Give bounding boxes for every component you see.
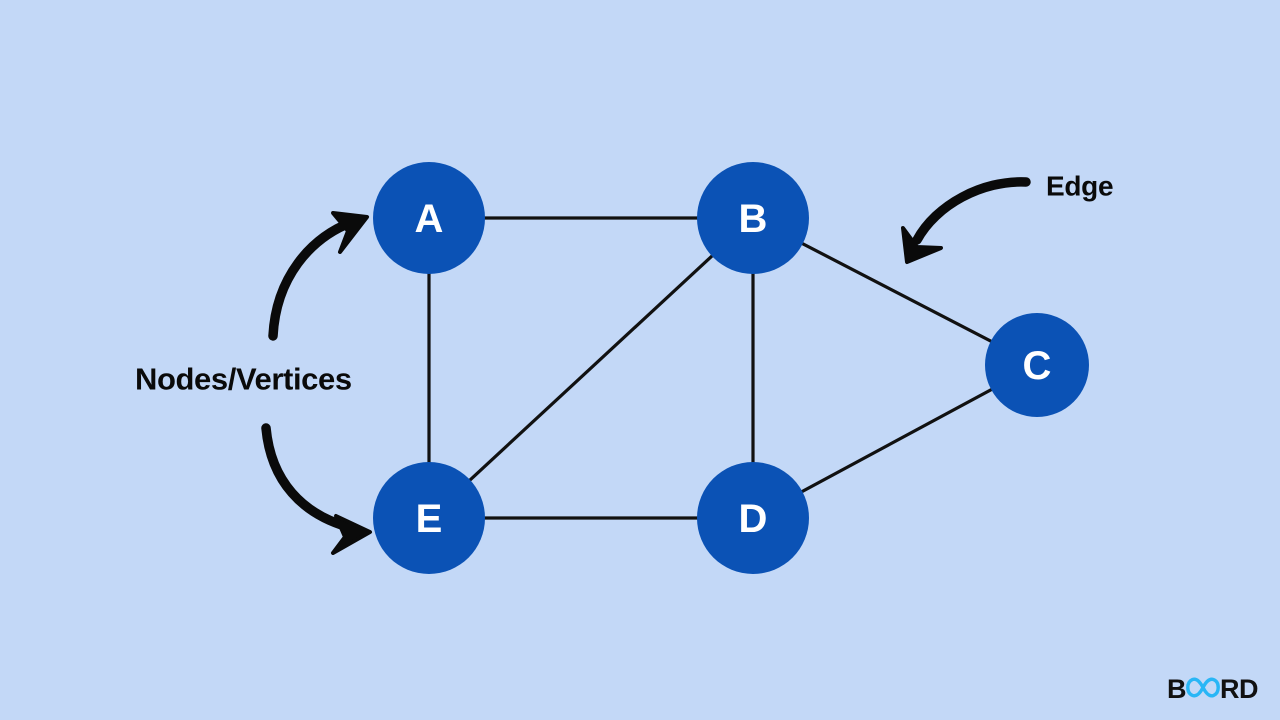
node-b-label: B xyxy=(739,197,768,241)
logo-suffix: RD xyxy=(1220,673,1259,704)
edge-b-e xyxy=(427,216,755,520)
logo-prefix: B xyxy=(1167,673,1187,704)
node-e[interactable]: E xyxy=(373,462,485,574)
node-d-label: D xyxy=(739,497,768,541)
node-e-label: E xyxy=(416,497,443,541)
board-logo[interactable]: B RD xyxy=(1167,672,1259,706)
infinity-symbol-icon xyxy=(1186,674,1220,705)
node-d-circle[interactable] xyxy=(697,462,809,574)
node-c-label: C xyxy=(1023,344,1052,388)
node-c-circle[interactable] xyxy=(985,313,1089,417)
node-b[interactable]: B xyxy=(697,162,809,274)
arrow-to-node-a-icon xyxy=(268,211,369,341)
node-group: A B C D E xyxy=(373,162,1089,574)
node-d[interactable]: D xyxy=(697,462,809,574)
node-a[interactable]: A xyxy=(373,162,485,274)
annotation-arrow-group xyxy=(261,177,1031,555)
node-c[interactable]: C xyxy=(985,313,1089,417)
arrow-to-node-e-icon xyxy=(261,423,372,555)
node-b-circle[interactable] xyxy=(697,162,809,274)
edge-label: Edge xyxy=(1046,171,1113,202)
node-e-circle[interactable] xyxy=(373,462,485,574)
node-a-circle[interactable] xyxy=(373,162,485,274)
nodes-vertices-label: Nodes/Vertices xyxy=(135,362,352,397)
arrow-to-edge-icon xyxy=(901,177,1031,264)
node-a-label: A xyxy=(415,197,444,241)
